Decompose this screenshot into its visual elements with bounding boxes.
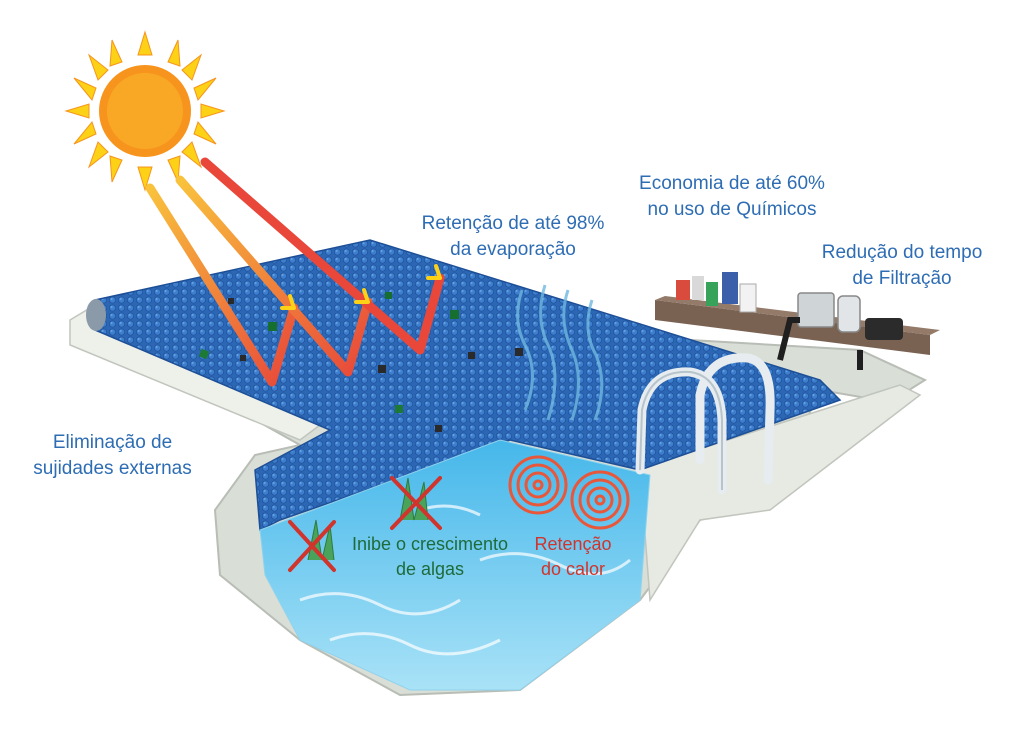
- debris-leaves: [198, 292, 523, 432]
- chemical-bottle-icon: [676, 272, 757, 313]
- evaporation-label: Retenção de até 98% da evaporação: [421, 213, 605, 260]
- solar-ray-arrow: [145, 157, 445, 387]
- algae-label: Inibe o crescimento de algas: [351, 534, 509, 579]
- filtration-label: Redução do tempo de Filtração: [821, 242, 983, 289]
- ladder-shadow: [639, 370, 723, 490]
- filter-pump-icon: [777, 292, 903, 370]
- cross-mark-icon: [288, 476, 442, 572]
- heat-spiral-icon: [508, 455, 630, 530]
- sun-icon: [64, 30, 226, 192]
- steam-icon: [516, 284, 604, 421]
- heat-retention-label: Retenção do calor: [534, 534, 612, 579]
- cover-roller: [86, 299, 106, 331]
- water-ripples: [299, 504, 631, 656]
- chemicals-label: Economia de até 60% no uso de Químicos: [639, 173, 825, 220]
- dirt-removal-label: Eliminação de sujidades externas: [33, 432, 192, 479]
- pool-water: [259, 439, 651, 691]
